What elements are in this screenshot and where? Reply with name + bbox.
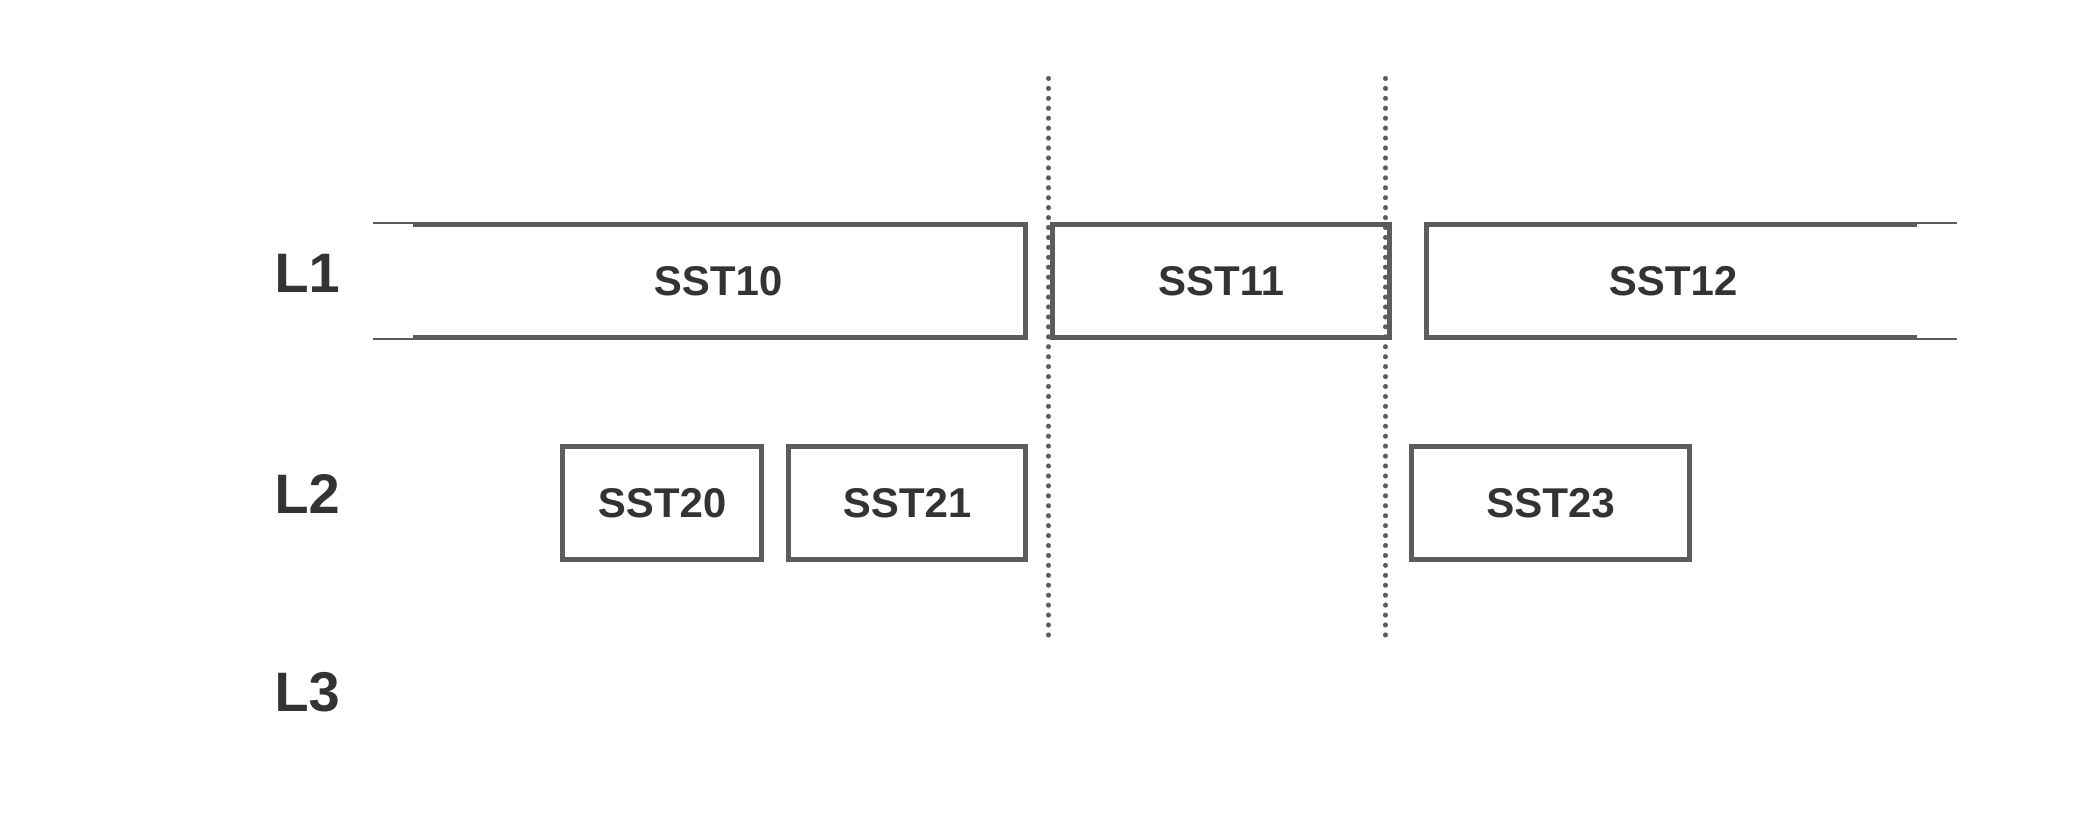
l1-left-extension-bottom <box>373 338 415 340</box>
sst-label: SST20 <box>597 479 727 526</box>
sst-box-sst12: SST12 <box>1424 222 1917 340</box>
level-label-l3: L3 <box>274 660 340 723</box>
sst-box-sst11: SST11 <box>1050 222 1392 340</box>
level-label-l2: L2 <box>274 462 340 525</box>
partition-divider-right <box>1383 76 1388 638</box>
sst-label: SST12 <box>1608 257 1738 304</box>
sst-box-sst23: SST23 <box>1409 444 1692 562</box>
level-label-l1: L1 <box>274 241 340 304</box>
sst-box-sst20: SST20 <box>560 444 764 562</box>
l1-right-extension-bottom <box>1915 338 1957 340</box>
sst-box-sst21: SST21 <box>786 444 1028 562</box>
sst-label: SST23 <box>1486 479 1615 526</box>
l1-right-extension-top <box>1915 222 1957 224</box>
l1-left-extension-top <box>373 222 415 224</box>
sst-label: SST21 <box>842 479 972 526</box>
sst-box-sst10: SST10 <box>413 222 1028 340</box>
sst-label: SST11 <box>1157 257 1285 304</box>
sst-label: SST10 <box>653 257 783 304</box>
partition-divider-left <box>1046 76 1051 638</box>
